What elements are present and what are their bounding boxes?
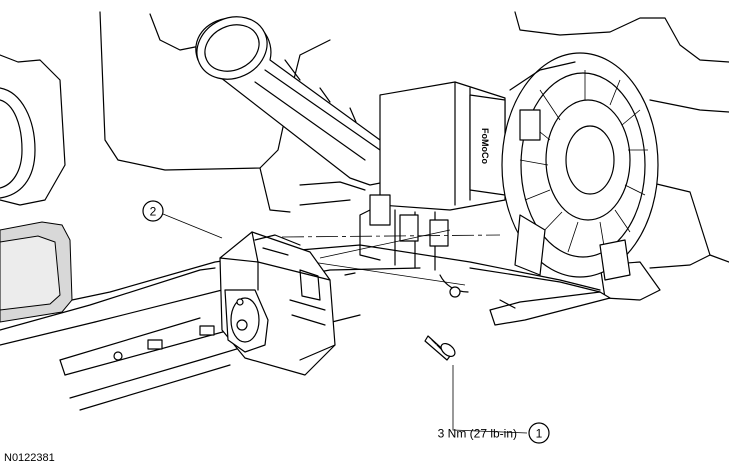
callout-2-number: 2 bbox=[150, 205, 157, 219]
callout-1-torque-label: 3 Nm (27 lb-in) bbox=[438, 427, 517, 441]
callout-1-circle bbox=[528, 422, 550, 444]
clockspring bbox=[501, 52, 659, 281]
callout-2-leader bbox=[162, 213, 223, 239]
instrument-panel-trim bbox=[0, 54, 291, 376]
callout-1-number: 1 bbox=[536, 427, 543, 441]
callout-2-circle bbox=[142, 200, 164, 222]
figure-id: N0122381 bbox=[4, 452, 55, 464]
callout-2: 2 bbox=[142, 200, 164, 222]
column-switch-body: FoMoCo bbox=[299, 81, 506, 298]
callout-1: 1 3 Nm (27 lb-in) bbox=[438, 422, 550, 444]
module-component bbox=[219, 231, 336, 376]
bolt-component bbox=[424, 335, 456, 361]
callout-leaders bbox=[162, 213, 528, 434]
steering-column-housing bbox=[99, 11, 729, 301]
lower-bracket bbox=[469, 267, 611, 326]
fomoco-marking: FoMoCo bbox=[480, 128, 490, 164]
callout-1-leader bbox=[452, 365, 528, 434]
alignment-lines bbox=[281, 229, 501, 286]
